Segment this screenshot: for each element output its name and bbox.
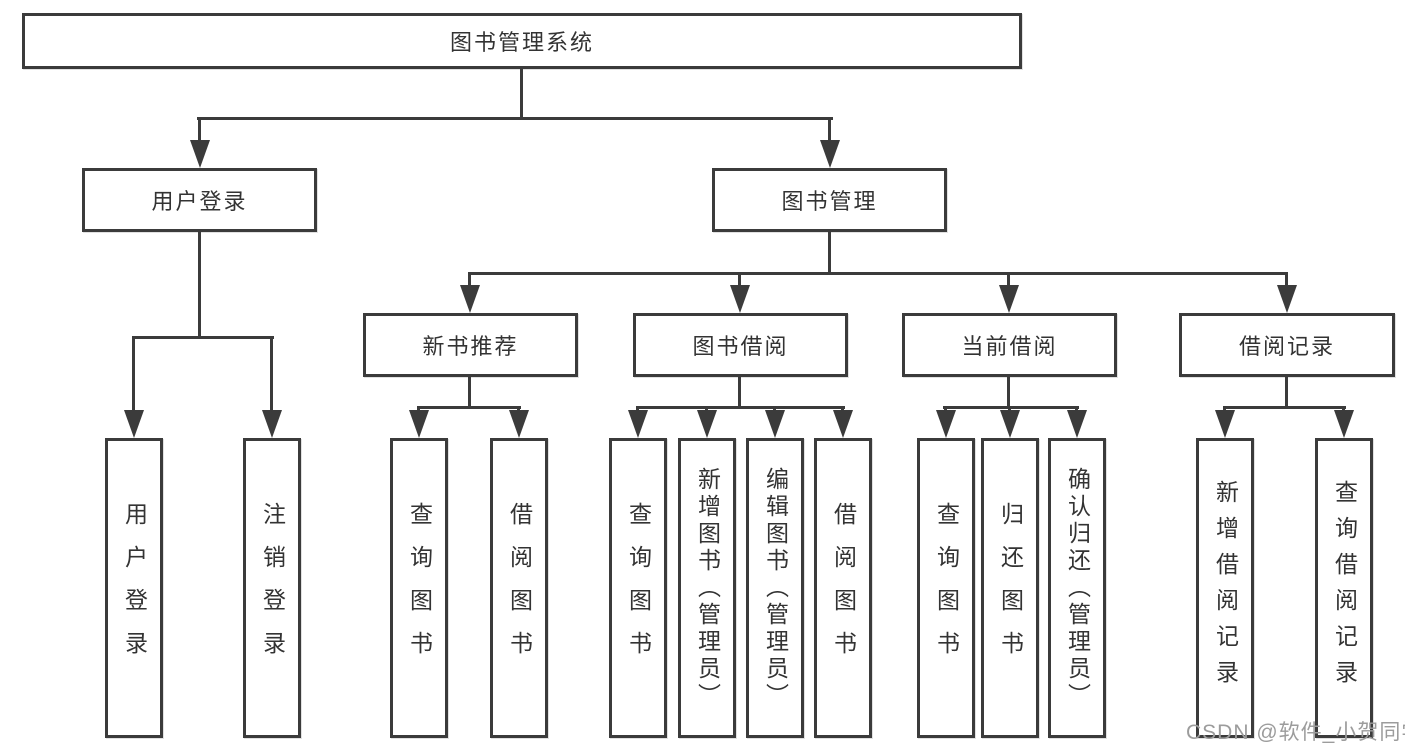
connector-line [1223, 406, 1346, 409]
node-borrow-records: 借阅记录 [1179, 313, 1395, 377]
node-label: 用户登录 [121, 502, 148, 674]
connector-line [943, 406, 1079, 409]
node-label: 借阅图书 [506, 502, 533, 674]
node-current-borrow: 当前借阅 [902, 313, 1117, 377]
node-label: 归还图书 [997, 502, 1024, 674]
leaf-query-book-current: 查询图书 [917, 438, 975, 738]
node-user-login: 用户登录 [82, 168, 317, 232]
connector-line [468, 272, 1288, 275]
leaf-add-borrow-record: 新增借阅记录 [1196, 438, 1254, 738]
connector-line [132, 336, 274, 339]
connector-line [198, 117, 201, 143]
arrow-down-icon [262, 410, 282, 438]
node-label: 查询图书 [406, 502, 433, 674]
connector-line [468, 377, 471, 409]
arrow-down-icon [820, 140, 840, 168]
node-book-borrow: 图书借阅 [633, 313, 848, 377]
connector-line [132, 336, 135, 412]
node-label: 新增图书（管理员） [694, 466, 721, 710]
connector-line [198, 232, 201, 336]
arrow-down-icon [190, 140, 210, 168]
node-label: 注销登录 [259, 502, 286, 674]
arrow-down-icon [1067, 410, 1087, 438]
arrow-down-icon [460, 285, 480, 313]
connector-line [417, 406, 521, 409]
connector-line [738, 272, 741, 288]
connector-line [468, 272, 471, 288]
node-label: 新增借阅记录 [1212, 480, 1239, 696]
arrow-down-icon [1334, 410, 1354, 438]
arrow-down-icon [628, 410, 648, 438]
leaf-user-login: 用户登录 [105, 438, 163, 738]
node-label: 用户登录 [151, 189, 248, 214]
arrow-down-icon [1000, 410, 1020, 438]
leaf-borrow-book: 借阅图书 [814, 438, 872, 738]
arrow-down-icon [697, 410, 717, 438]
leaf-borrow-book-recommend: 借阅图书 [490, 438, 548, 738]
arrow-down-icon [936, 410, 956, 438]
node-label: 当前借阅 [961, 334, 1058, 359]
connector-line [828, 232, 831, 275]
connector-line [197, 117, 833, 120]
connector-line [270, 336, 273, 412]
node-label: 借阅记录 [1238, 334, 1335, 359]
arrow-down-icon [765, 410, 785, 438]
watermark: CSDN @软件_小贺同学 [1186, 721, 1405, 744]
node-label: 借阅图书 [830, 502, 857, 674]
node-label: 确认归还（管理员） [1064, 466, 1091, 710]
arrow-down-icon [409, 410, 429, 438]
connector-line [520, 69, 523, 118]
arrow-down-icon [1277, 285, 1297, 313]
connector-line [738, 377, 741, 409]
leaf-return-book: 归还图书 [981, 438, 1039, 738]
arrow-down-icon [1215, 410, 1235, 438]
node-label: 图书管理 [781, 189, 878, 214]
node-book-management: 图书管理 [712, 168, 947, 232]
node-label: 查询借阅记录 [1331, 480, 1358, 696]
leaf-logout: 注销登录 [243, 438, 301, 738]
connector-line [1285, 377, 1288, 409]
node-library-system: 图书管理系统 [22, 13, 1022, 69]
connector-line [1285, 272, 1288, 288]
leaf-query-borrow-record: 查询借阅记录 [1315, 438, 1373, 738]
leaf-add-book-admin: 新增图书（管理员） [678, 438, 736, 738]
node-label: 新书推荐 [422, 334, 519, 359]
node-label: 编辑图书（管理员） [762, 466, 789, 710]
arrow-down-icon [509, 410, 529, 438]
leaf-confirm-return-admin: 确认归还（管理员） [1048, 438, 1106, 738]
leaf-edit-book-admin: 编辑图书（管理员） [746, 438, 804, 738]
arrow-down-icon [124, 410, 144, 438]
connector-line [828, 117, 831, 143]
arrow-down-icon [730, 285, 750, 313]
leaf-query-book-borrow: 查询图书 [609, 438, 667, 738]
arrow-down-icon [999, 285, 1019, 313]
node-label: 图书借阅 [692, 334, 789, 359]
arrow-down-icon [833, 410, 853, 438]
connector-line [1007, 272, 1010, 288]
leaf-query-book-recommend: 查询图书 [390, 438, 448, 738]
node-label: 查询图书 [933, 502, 960, 674]
connector-line [636, 406, 845, 409]
connector-line [1007, 377, 1010, 409]
node-label: 图书管理系统 [449, 30, 594, 55]
node-label: 查询图书 [625, 502, 652, 674]
node-new-book-recommend: 新书推荐 [363, 313, 578, 377]
